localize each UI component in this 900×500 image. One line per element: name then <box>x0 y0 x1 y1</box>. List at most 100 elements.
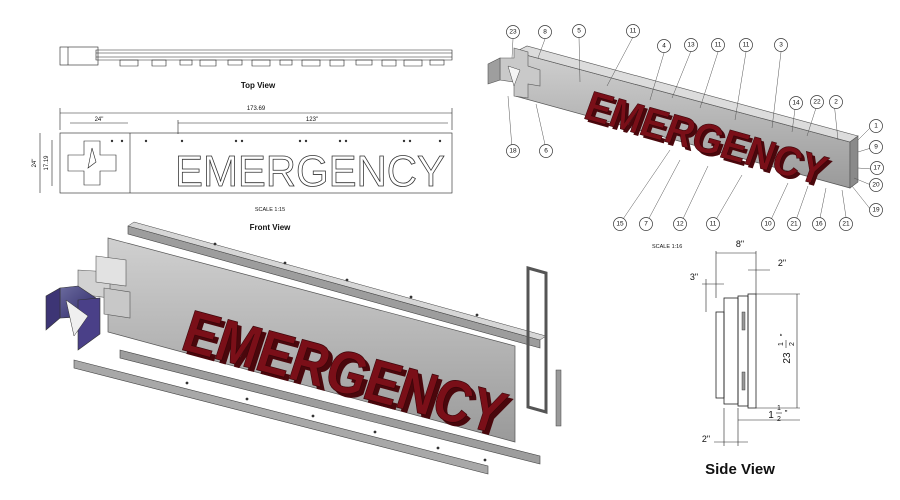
side-view: SCALE 1:16 8" 3" 2" 23 1 2 " <box>652 239 800 478</box>
svg-text:2: 2 <box>789 342 796 346</box>
dim-side-2in-top: 2" <box>778 258 786 268</box>
assembled-cross <box>487 47 541 99</box>
callout-6: 6 <box>539 144 553 158</box>
dim-side-bottom: 1 1 2 " <box>768 405 787 423</box>
front-view-cross-outline <box>67 140 117 186</box>
callout-4: 4 <box>657 39 671 53</box>
svg-text:1: 1 <box>777 405 781 412</box>
dim-side-height: 23 1 2 " <box>778 333 796 363</box>
isometric-exploded-view: EMERGENCY EMERGENCY <box>45 221 562 475</box>
callout-13: 13 <box>684 38 698 52</box>
callout-19: 19 <box>869 203 883 217</box>
dim-overall-width: 173.69 <box>247 106 266 112</box>
exploded-fasteners <box>185 242 487 462</box>
front-view-scale: SCALE 1:15 <box>255 207 285 213</box>
front-view: 173.69 24" 123" EMERGENCY 24" 17.19 SCAL… <box>32 106 453 232</box>
callout-21a: 21 <box>787 217 801 231</box>
svg-text:": " <box>785 409 788 418</box>
side-view-back <box>747 293 757 409</box>
dim-letters-width: 123" <box>306 117 318 123</box>
callout-14: 14 <box>789 96 803 110</box>
svg-text:6: 6 <box>544 148 548 155</box>
svg-text:23: 23 <box>509 29 517 36</box>
exploded-cross <box>45 255 131 351</box>
callout-11c: 11 <box>739 38 753 52</box>
callout-22: 22 <box>810 95 824 109</box>
isometric-assembled-view: EMERGENCY EMERGENCY <box>487 24 884 231</box>
svg-text:14: 14 <box>792 100 800 107</box>
callout-21b: 21 <box>839 217 853 231</box>
dim-side-3in: 3" <box>690 272 698 282</box>
side-view-cabinet <box>723 297 739 405</box>
front-view-sign-text: EMERGENCY <box>175 147 445 196</box>
callout-20: 20 <box>869 178 883 192</box>
svg-text:17: 17 <box>873 165 881 172</box>
svg-text:19: 19 <box>872 207 880 214</box>
dim-side-2in-bottom: 2" <box>702 434 710 444</box>
svg-text:7: 7 <box>644 221 648 228</box>
svg-text:11: 11 <box>743 42 750 49</box>
svg-text:4: 4 <box>662 43 666 50</box>
callout-group: 23 8 5 11 4 13 11 11 3 14 22 2 1 9 17 20… <box>506 24 884 231</box>
svg-text:11: 11 <box>715 42 722 49</box>
svg-text:2: 2 <box>777 416 781 423</box>
svg-text:2: 2 <box>834 99 838 106</box>
svg-text:3: 3 <box>779 42 783 49</box>
side-view-scale: SCALE 1:16 <box>652 244 682 250</box>
exploded-bottom-rail-2 <box>73 359 489 475</box>
top-view: Top View <box>59 46 453 90</box>
front-view-title: Front View <box>250 223 292 232</box>
callout-2: 2 <box>829 95 843 109</box>
callout-11a: 11 <box>626 24 640 38</box>
exploded-side-frame <box>526 266 548 414</box>
callout-8: 8 <box>538 25 552 39</box>
front-view-mount-holes <box>110 139 442 143</box>
svg-text:5: 5 <box>577 28 581 35</box>
side-view-title: Side View <box>705 461 775 478</box>
callout-15: 15 <box>613 217 627 231</box>
svg-text:23: 23 <box>782 352 793 364</box>
callout-17: 17 <box>870 161 884 175</box>
front-view-sign-outline <box>59 132 453 194</box>
svg-text:1: 1 <box>768 410 774 421</box>
svg-text:9: 9 <box>874 144 878 151</box>
callout-18: 18 <box>506 144 520 158</box>
side-view-letter-depth <box>715 311 725 399</box>
svg-text:12: 12 <box>676 221 684 228</box>
callout-11b: 11 <box>711 38 725 52</box>
svg-text:21: 21 <box>790 221 798 228</box>
exploded-bottom-rail-1 <box>119 349 541 465</box>
svg-text:16: 16 <box>815 221 823 228</box>
svg-text:13: 13 <box>687 42 695 49</box>
svg-text:11: 11 <box>630 28 637 35</box>
dim-side-depth: 8" <box>736 239 744 249</box>
callout-5: 5 <box>572 24 586 38</box>
svg-text:11: 11 <box>710 221 717 228</box>
svg-text:1: 1 <box>874 123 878 130</box>
top-view-cross-block <box>59 46 99 66</box>
svg-text:15: 15 <box>616 221 624 228</box>
callout-16: 16 <box>812 217 826 231</box>
svg-text:21: 21 <box>842 221 850 228</box>
svg-text:20: 20 <box>872 182 880 189</box>
callout-9: 9 <box>869 140 883 154</box>
exploded-side-bar <box>555 369 562 427</box>
top-view-title: Top View <box>241 81 276 90</box>
svg-text:": " <box>779 333 788 336</box>
svg-text:10: 10 <box>764 221 772 228</box>
dim-height-b: 17.19 <box>44 155 50 171</box>
svg-text:22: 22 <box>813 99 821 106</box>
callout-10: 10 <box>761 217 775 231</box>
dim-cross-width: 24" <box>95 117 104 123</box>
dim-height-a: 24" <box>32 159 38 168</box>
callout-11d: 11 <box>706 217 720 231</box>
svg-text:1: 1 <box>778 342 785 346</box>
top-view-rail <box>95 49 453 61</box>
svg-text:18: 18 <box>509 148 517 155</box>
callout-3: 3 <box>774 38 788 52</box>
callout-7: 7 <box>639 217 653 231</box>
callout-1: 1 <box>869 119 883 133</box>
callout-12: 12 <box>673 217 687 231</box>
svg-text:8: 8 <box>543 29 547 36</box>
